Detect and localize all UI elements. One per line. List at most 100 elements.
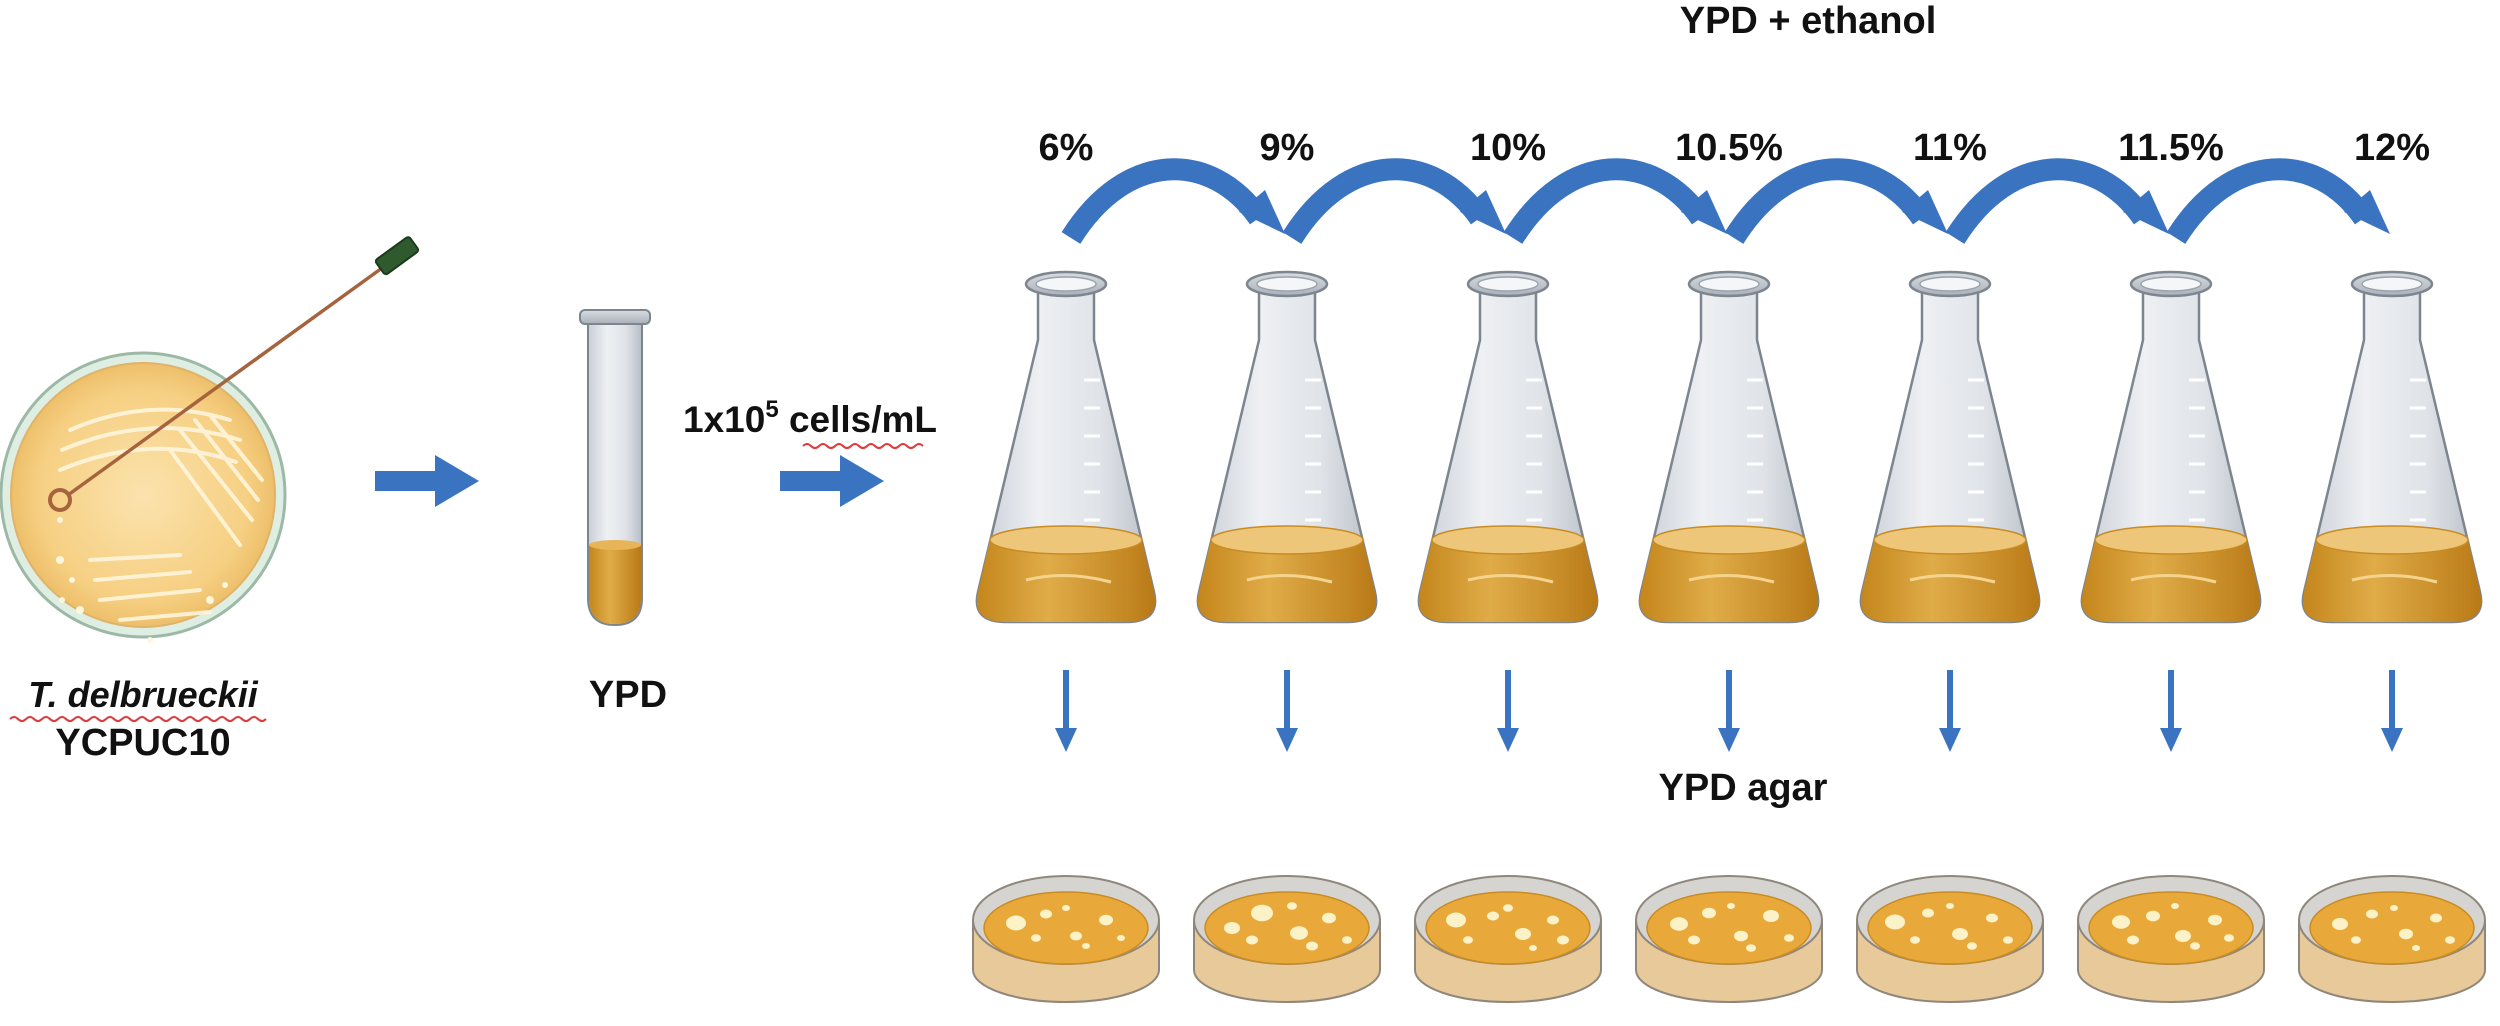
colony	[1670, 917, 1688, 931]
colony	[1246, 935, 1258, 945]
erlenmeyer-flask-icon	[1196, 270, 1378, 624]
arrow-right-icon	[780, 455, 884, 507]
colony	[2175, 930, 2191, 942]
spellcheck-underline	[802, 443, 924, 449]
colony	[1529, 945, 1537, 951]
erlenmeyer-flask-icon	[1638, 270, 1820, 624]
colony	[2366, 909, 2378, 919]
colony	[1503, 904, 1513, 912]
colony	[2430, 913, 2442, 923]
colony	[1734, 930, 1748, 942]
colony	[1547, 915, 1559, 925]
colony	[2445, 936, 2455, 944]
strain-label: YCPUC10	[55, 722, 230, 764]
arrow-down-icon	[1939, 670, 1961, 752]
agar-label: YPD agar	[1659, 767, 1828, 809]
title-label: YPD + ethanol	[1680, 0, 1937, 42]
colony	[1463, 936, 1473, 944]
erlenmeyer-flask-icon	[1417, 270, 1599, 624]
transfer-arrow-icon	[1945, 158, 2169, 244]
erlenmeyer-flask-icon	[975, 270, 1157, 624]
colony	[2112, 915, 2130, 929]
colony	[2351, 936, 2361, 944]
colony	[1322, 912, 1336, 924]
colony	[1910, 936, 1920, 944]
colony	[1342, 936, 1352, 944]
concentration-label: 10%	[1470, 127, 1546, 169]
colony	[2399, 928, 2413, 940]
colony	[1702, 907, 1716, 919]
colony	[1062, 905, 1070, 911]
colony	[1006, 915, 1026, 931]
concentration-label: 11%	[1913, 127, 1987, 169]
concentration-label: 12%	[2354, 127, 2430, 169]
agar-plate-icon	[2298, 875, 2486, 1003]
agar-plate-icon	[1856, 875, 2044, 1003]
colony	[2208, 914, 2222, 926]
colony	[1040, 909, 1052, 919]
agar-plate-icon	[972, 875, 1160, 1003]
concentration-label: 11.5%	[2118, 127, 2224, 169]
colony	[2003, 936, 2013, 944]
colony	[1287, 902, 1297, 910]
colony	[1031, 934, 1041, 942]
colony	[1952, 928, 1968, 940]
petri-dish-icon	[0, 351, 287, 643]
arrow-down-icon	[1497, 670, 1519, 752]
colony	[1986, 913, 1998, 923]
colony	[2171, 903, 2179, 909]
agar-plate-icon	[1193, 875, 1381, 1003]
colony	[1515, 928, 1531, 940]
agar-plate-icon	[2077, 875, 2265, 1003]
concentration-label: 6%	[1039, 127, 1094, 169]
colony	[1082, 943, 1090, 949]
colony	[1727, 903, 1735, 909]
agar-plate-icon	[1414, 875, 1602, 1003]
spellcheck-underline	[9, 716, 267, 722]
colony	[1946, 903, 1954, 909]
colony	[2412, 945, 2420, 951]
colony	[2390, 905, 2398, 911]
colony	[1446, 912, 1466, 928]
inoculation-loop-icon	[48, 236, 420, 512]
colony	[2224, 934, 2234, 942]
colony	[1746, 944, 1756, 952]
colony	[1290, 926, 1308, 940]
arrow-down-icon	[1276, 670, 1298, 752]
transfer-arrow-icon	[2166, 158, 2390, 244]
transfer-arrow-icon	[1724, 158, 1948, 244]
colony	[1224, 922, 1240, 934]
test-tube-icon	[579, 309, 651, 627]
colony	[2146, 910, 2160, 922]
tube-label: YPD	[589, 674, 667, 716]
arrow-right-icon	[375, 455, 479, 507]
colony	[1784, 934, 1794, 942]
concentration-label: 10.5%	[1675, 127, 1783, 169]
transfer-arrow-icon	[1503, 158, 1727, 244]
colony	[2127, 935, 2139, 945]
arrow-down-icon	[1718, 670, 1740, 752]
colony	[1306, 941, 1318, 951]
dilution-series: 6%9%10%10.5%11%11.5%12%	[972, 127, 2486, 1003]
erlenmeyer-flask-icon	[2080, 270, 2262, 624]
colony	[1117, 935, 1125, 941]
colony	[2332, 918, 2348, 930]
colony	[1487, 911, 1499, 921]
colony	[1922, 908, 1934, 918]
erlenmeyer-flask-icon	[2301, 270, 2483, 624]
colony	[1070, 931, 1082, 941]
colony	[1099, 914, 1113, 926]
colony	[1688, 935, 1700, 945]
colony	[1763, 910, 1779, 922]
agar-plate-icon	[1635, 875, 1823, 1003]
arrow-down-icon	[1055, 670, 1077, 752]
colony	[1251, 904, 1273, 922]
inoculum-label: 1x105 cells/mL	[683, 396, 937, 440]
erlenmeyer-flask-icon	[1859, 270, 2041, 624]
arrow-down-icon	[2381, 670, 2403, 752]
species-label: T. delbrueckii	[28, 674, 258, 715]
arrow-down-icon	[2160, 670, 2182, 752]
transfer-arrow-icon	[1061, 158, 1285, 244]
colony	[1557, 935, 1569, 945]
